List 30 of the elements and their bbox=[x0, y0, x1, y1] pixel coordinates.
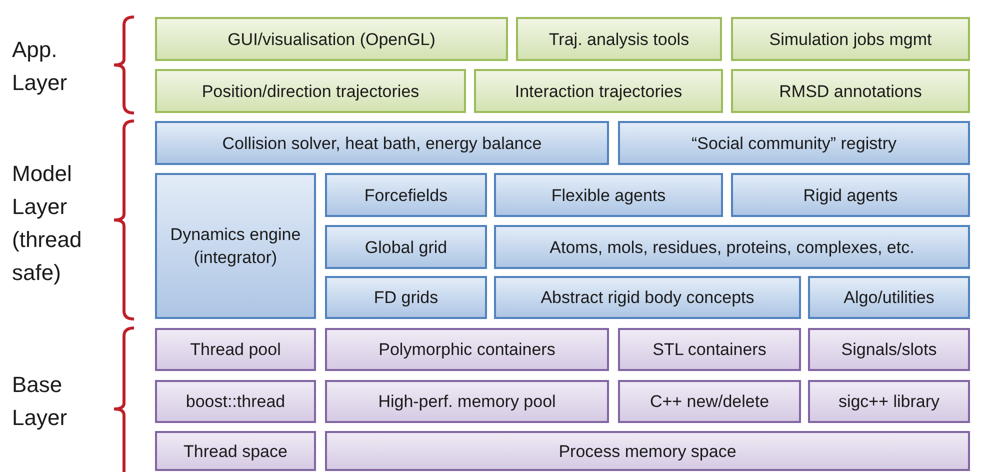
component-box: C++ new/delete bbox=[618, 380, 801, 423]
component-box: FD grids bbox=[325, 276, 487, 319]
layer-label: Base Layer bbox=[12, 371, 68, 432]
component-box: Collision solver, heat bath, energy balance bbox=[155, 121, 609, 165]
component-box: GUI/visualisation (OpenGL) bbox=[155, 17, 508, 61]
component-box: Flexible agents bbox=[494, 173, 723, 217]
component-box: Global grid bbox=[325, 225, 487, 269]
component-box: Thread pool bbox=[155, 328, 316, 371]
component-box: Forcefields bbox=[325, 173, 487, 217]
component-box: Thread space bbox=[155, 431, 316, 471]
component-box: Abstract rigid body concepts bbox=[494, 276, 801, 319]
component-box: Polymorphic containers bbox=[325, 328, 609, 371]
component-box: Rigid agents bbox=[731, 173, 970, 217]
component-box: RMSD annotations bbox=[731, 69, 970, 113]
component-box: Algo/utilities bbox=[808, 276, 970, 319]
layer-label: App. Layer bbox=[12, 36, 68, 97]
component-box: “Social community” registry bbox=[618, 121, 970, 165]
component-box: Dynamics engine (integrator) bbox=[155, 173, 316, 319]
component-box: Position/direction trajectories bbox=[155, 69, 466, 113]
component-box: Simulation jobs mgmt bbox=[731, 17, 970, 61]
component-box: sigc++ library bbox=[808, 380, 970, 423]
component-box: Process memory space bbox=[325, 431, 970, 471]
component-box: Signals/slots bbox=[808, 328, 970, 371]
component-box: STL containers bbox=[618, 328, 801, 371]
layer-label: Model Layer (thread safe) bbox=[12, 160, 83, 287]
component-box: boost::thread bbox=[155, 380, 316, 423]
component-box: Interaction trajectories bbox=[474, 69, 723, 113]
component-box: Traj. analysis tools bbox=[516, 17, 722, 61]
component-box: Atoms, mols, residues, proteins, complexes, etc. bbox=[494, 225, 970, 269]
component-box: High-perf. memory pool bbox=[325, 380, 609, 423]
